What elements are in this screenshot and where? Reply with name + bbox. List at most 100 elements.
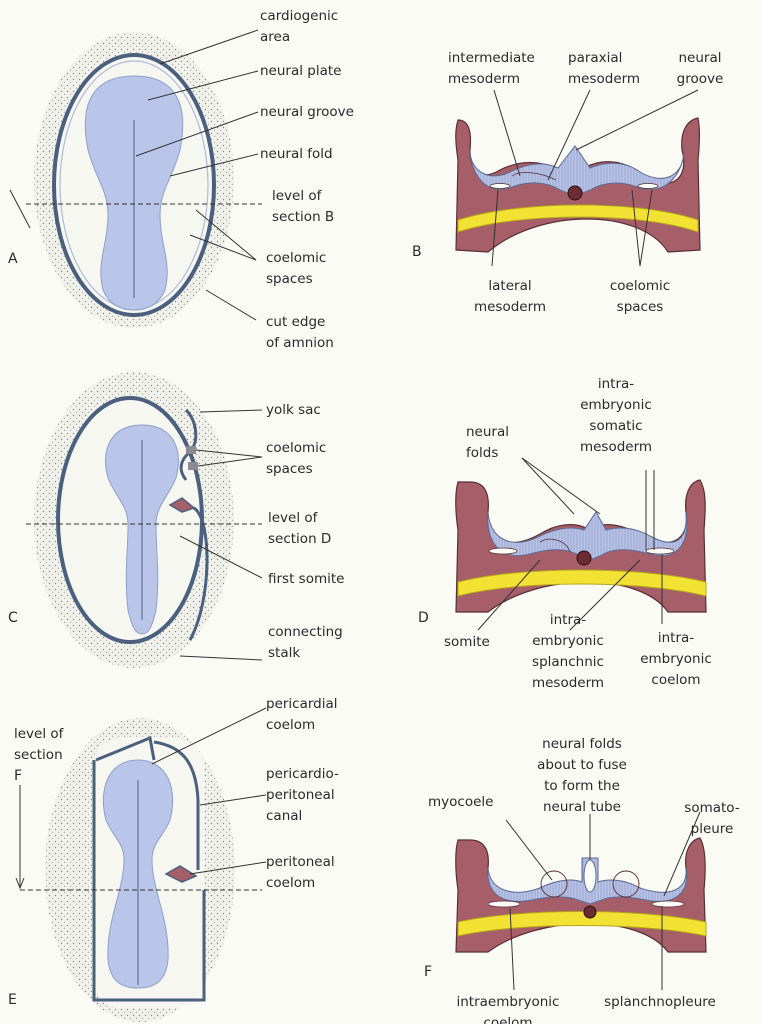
panel-e-embryo <box>15 718 262 1022</box>
panel-c-leaders <box>179 409 263 661</box>
label-line: section <box>14 747 63 763</box>
panel-e-leaders <box>151 707 267 875</box>
label-line: level of <box>14 726 65 742</box>
panel-A-label: neural groove <box>260 104 354 120</box>
panel-letter: B <box>412 244 422 260</box>
label-line: pericardial <box>266 696 338 712</box>
label-line: myocoele <box>428 794 493 810</box>
panel-d-leaders <box>477 457 663 631</box>
label-line: lateral <box>488 278 531 294</box>
label-line: intra- <box>658 630 694 646</box>
label-line: connecting <box>268 624 343 640</box>
label-line: yolk sac <box>266 402 321 418</box>
panel-f-leaders <box>505 811 701 991</box>
label-line: first somite <box>268 571 344 587</box>
panel-D-label: somite <box>444 634 490 650</box>
label-line: mesoderm <box>474 299 546 315</box>
panel-B-label: intermediate mesoderm <box>448 50 535 87</box>
panel-C-label: coelomic spaces <box>266 440 326 477</box>
label-line: coelomic <box>610 278 670 294</box>
label-line: neural folds <box>542 736 622 752</box>
panel-F-label: somato-pleure <box>684 800 740 837</box>
panel-E-label: pericardial coelom <box>266 696 338 733</box>
panel-F-label: splanchnopleure <box>604 994 716 1010</box>
label-line: cardiogenic <box>260 8 338 24</box>
label-line: about to fuse <box>537 757 627 773</box>
label-line: spaces <box>266 461 313 477</box>
label-line: section B <box>272 209 334 225</box>
amnion-cut-edge <box>52 53 216 317</box>
label-line: coelomic <box>266 440 326 456</box>
panel-letter: F <box>14 768 22 784</box>
label-line: coelom <box>266 717 315 733</box>
panel-d-section <box>455 479 707 613</box>
panel-B-label: coelomic spaces <box>610 278 670 315</box>
label-line: mesoderm <box>568 71 640 87</box>
panel-A-label: level of section B <box>272 188 334 225</box>
panel-letter: A <box>8 251 18 267</box>
label-line: neural <box>466 424 509 440</box>
label-line: coelom <box>651 672 700 688</box>
panel-E-label: level of section <box>14 726 65 763</box>
panel-b-section <box>455 117 701 253</box>
label-line: coelom <box>483 1015 532 1024</box>
panel-b-leaders <box>491 89 699 267</box>
label-line: mesoderm <box>532 675 604 691</box>
label-line: intra- <box>598 376 634 392</box>
label-line: intra- <box>550 612 586 628</box>
panel-a-embryo <box>9 32 262 328</box>
panel-a-leaders <box>135 29 259 321</box>
label-line: section D <box>268 531 331 547</box>
label-line: spaces <box>266 271 313 287</box>
amnion-cut-edge <box>92 760 206 1002</box>
panel-c-embryo <box>26 372 262 668</box>
panel-letter: C <box>8 610 18 626</box>
panel-letter: D <box>418 610 429 626</box>
label-line: to form the <box>544 778 620 794</box>
label-line: spaces <box>617 299 664 315</box>
label-line: level of <box>272 188 323 204</box>
panel-A-label: cut edge of amnion <box>266 314 334 351</box>
label-line: intermediate <box>448 50 535 66</box>
label-line: canal <box>266 808 302 824</box>
labels: cardiogenic area neural plate neural groove… <box>8 8 740 1024</box>
label-line: somato- <box>684 800 740 816</box>
panel-C-label: connecting stalk <box>268 624 343 661</box>
label-line: groove <box>677 71 724 87</box>
label-line: peritoneal <box>266 854 335 870</box>
panel-C-label: yolk sac <box>266 402 321 418</box>
label-line: area <box>260 29 290 45</box>
label-line: mesoderm <box>448 71 520 87</box>
label-line: somatic <box>589 418 642 434</box>
label-line: mesoderm <box>580 439 652 455</box>
label-line: cut edge <box>266 314 325 330</box>
label-line: of amnion <box>266 335 334 351</box>
label-line: stalk <box>268 645 300 661</box>
panel-letter: F <box>424 964 432 980</box>
panel-F-label: myocoele <box>428 794 493 810</box>
label-line: neural plate <box>260 63 341 79</box>
label-line: embryonic <box>580 397 652 413</box>
panel-letter: E <box>8 992 17 1008</box>
label-line: pleure <box>691 821 734 837</box>
panel-A-label: neural plate <box>260 63 341 79</box>
label-line: level of <box>268 510 319 526</box>
panel-D-label: neural folds <box>466 424 509 461</box>
panel-B-label: neural groove <box>677 50 724 87</box>
panel-f-section <box>455 837 707 953</box>
label-line: neural <box>679 50 722 66</box>
label-line: folds <box>466 445 498 461</box>
label-line: pericardio- <box>266 766 339 782</box>
panel-B-label: lateral mesoderm <box>474 278 546 315</box>
label-line: neural groove <box>260 104 354 120</box>
panel-A-label: neural fold <box>260 146 333 162</box>
